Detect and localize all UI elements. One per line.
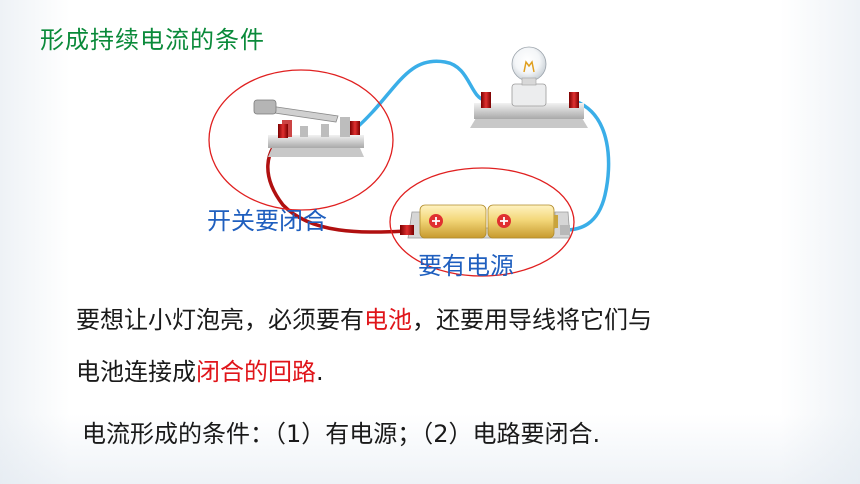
switch-label: 开关要闭合 bbox=[207, 207, 327, 235]
battery-highlight-ellipse bbox=[389, 167, 575, 277]
background-fade bbox=[0, 414, 860, 484]
battery-icon bbox=[400, 204, 571, 239]
slide-title: 形成持续电流的条件 bbox=[40, 26, 265, 54]
circuit-diagram bbox=[208, 46, 611, 277]
switch-highlight-ellipse bbox=[208, 69, 394, 211]
battery-label: 要有电源 bbox=[418, 252, 514, 280]
highlight-closed-loop: 闭合的回路 bbox=[196, 358, 316, 386]
highlight-battery: 电池 bbox=[364, 306, 412, 334]
paragraph-line-1: 要想让小灯泡亮，必须要有电池，还要用导线将它们与 bbox=[76, 300, 652, 335]
paragraph-text: 要想让小灯泡亮，必须要有 bbox=[76, 306, 364, 334]
paragraph-text: . bbox=[316, 358, 324, 386]
paragraph-text: 电池连接成 bbox=[76, 358, 196, 386]
blue-wire-switch-to-bulb bbox=[352, 59, 486, 132]
paragraph-line-2: 电池连接成闭合的回路. bbox=[76, 352, 324, 387]
knife-switch-icon bbox=[253, 99, 364, 157]
blue-wire-bulb-to-battery bbox=[564, 99, 611, 232]
paragraph-text: ，还要用导线将它们与 bbox=[412, 306, 652, 334]
light-bulb-icon bbox=[470, 46, 588, 128]
conditions-text: 电流形成的条件：（1）有电源；（2）电路要闭合. bbox=[82, 420, 601, 448]
